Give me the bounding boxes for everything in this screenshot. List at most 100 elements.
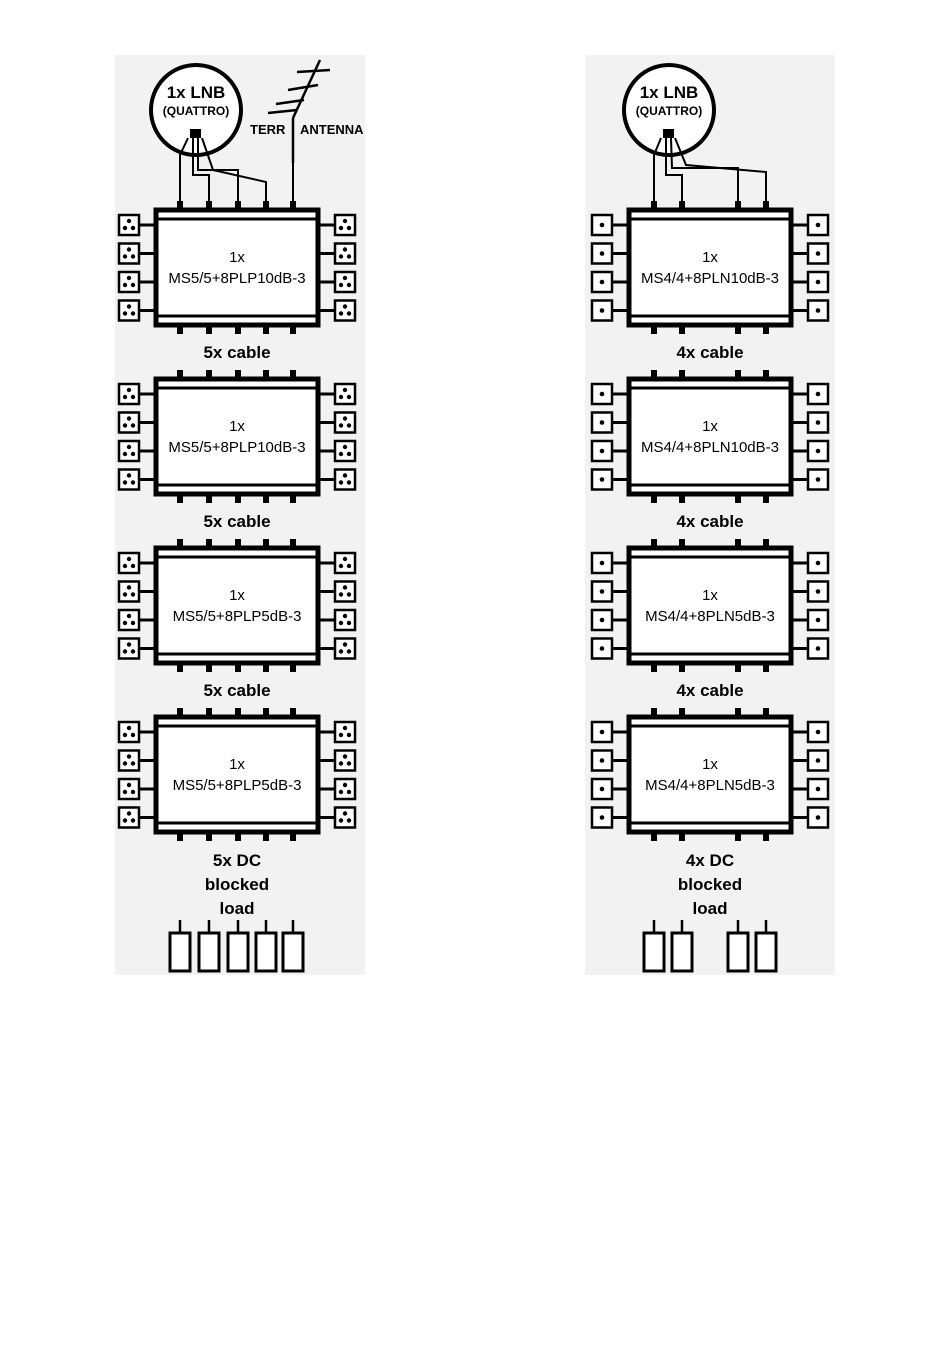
trunk-input-port <box>290 201 296 210</box>
socket-pin-icon <box>131 311 135 315</box>
socket-pin-icon <box>123 564 127 568</box>
outlet-socket-icon <box>335 301 355 321</box>
socket-pin-icon <box>600 420 605 425</box>
trunk-input-port <box>679 370 685 379</box>
unit-model-label: MS5/5+8PLP10dB-3 <box>168 270 305 287</box>
unit-count-label: 1x <box>702 756 718 773</box>
socket-pin-icon <box>131 761 135 765</box>
trunk-output-port <box>263 325 269 334</box>
unit-count-label: 1x <box>229 756 245 773</box>
socket-pin-icon <box>347 283 351 287</box>
outlet-socket-icon <box>119 215 139 235</box>
termination-label-3: load <box>220 899 255 918</box>
socket-pin-icon <box>123 283 127 287</box>
socket-pin-icon <box>131 283 135 287</box>
trunk-output-port <box>679 832 685 841</box>
socket-pin-icon <box>127 726 131 730</box>
socket-pin-icon <box>123 761 127 765</box>
unit-count-label: 1x <box>702 418 718 435</box>
outlet-socket-icon <box>119 779 139 799</box>
outlet-socket-icon <box>335 470 355 490</box>
socket-pin-icon <box>127 247 131 251</box>
socket-pin-icon <box>127 642 131 646</box>
dc-blocked-load-icon <box>170 933 190 971</box>
trunk-output-port <box>177 832 183 841</box>
socket-pin-icon <box>816 449 821 454</box>
socket-pin-icon <box>600 223 605 228</box>
unit-model-label: MS4/4+8PLN5dB-3 <box>645 777 775 794</box>
socket-pin-icon <box>343 276 347 280</box>
trunk-input-port <box>290 539 296 548</box>
unit-model-label: MS5/5+8PLP10dB-3 <box>168 439 305 456</box>
trunk-input-port <box>177 539 183 548</box>
socket-pin-icon <box>816 477 821 482</box>
termination-label-2: blocked <box>678 875 742 894</box>
cable-label: 5x cable <box>203 512 270 531</box>
unit-count-label: 1x <box>229 587 245 604</box>
outlet-socket-icon <box>335 610 355 630</box>
outlet-socket-icon <box>335 722 355 742</box>
socket-pin-icon <box>131 790 135 794</box>
trunk-input-port <box>651 370 657 379</box>
multiswitch-body <box>629 548 791 663</box>
trunk-output-port <box>651 663 657 672</box>
multiswitch-body <box>156 717 318 832</box>
socket-pin-icon <box>339 761 343 765</box>
trunk-output-port <box>263 663 269 672</box>
socket-pin-icon <box>131 254 135 258</box>
trunk-input-port <box>235 539 241 548</box>
socket-pin-icon <box>127 614 131 618</box>
trunk-input-port <box>206 539 212 548</box>
socket-pin-icon <box>347 761 351 765</box>
trunk-input-port <box>263 370 269 379</box>
socket-pin-icon <box>816 308 821 313</box>
socket-pin-icon <box>127 219 131 223</box>
antenna-label: ANTENNA <box>300 122 364 137</box>
outlet-socket-icon <box>119 244 139 264</box>
socket-pin-icon <box>127 783 131 787</box>
outlet-socket-icon <box>335 808 355 828</box>
socket-pin-icon <box>816 251 821 256</box>
socket-pin-icon <box>339 395 343 399</box>
multiswitch-body <box>156 379 318 494</box>
trunk-output-port <box>735 663 741 672</box>
socket-pin-icon <box>343 557 347 561</box>
termination-label-1: 5x DC <box>213 851 261 870</box>
trunk-input-port <box>679 201 685 210</box>
socket-pin-icon <box>347 311 351 315</box>
socket-pin-icon <box>343 614 347 618</box>
outlet-socket-icon <box>335 553 355 573</box>
socket-pin-icon <box>339 283 343 287</box>
socket-pin-icon <box>600 251 605 256</box>
trunk-input-port <box>177 708 183 717</box>
terr-label: TERR <box>250 122 286 137</box>
socket-pin-icon <box>131 395 135 399</box>
trunk-input-port <box>679 708 685 717</box>
outlet-socket-icon <box>335 639 355 659</box>
trunk-output-port <box>177 663 183 672</box>
socket-pin-icon <box>347 564 351 568</box>
unit-model-label: MS5/5+8PLP5dB-3 <box>173 777 302 794</box>
trunk-output-port <box>735 325 741 334</box>
trunk-input-port <box>679 539 685 548</box>
socket-pin-icon <box>339 452 343 456</box>
cable-label: 4x cable <box>676 681 743 700</box>
socket-pin-icon <box>339 480 343 484</box>
dc-blocked-load-icon <box>644 933 664 971</box>
trunk-input-port <box>235 370 241 379</box>
socket-pin-icon <box>816 646 821 651</box>
socket-pin-icon <box>347 226 351 230</box>
socket-pin-icon <box>347 649 351 653</box>
socket-pin-icon <box>131 226 135 230</box>
socket-pin-icon <box>339 592 343 596</box>
outlet-socket-icon <box>335 272 355 292</box>
socket-pin-icon <box>600 589 605 594</box>
socket-pin-icon <box>123 592 127 596</box>
right-lnb: 1x LNB (QUATTRO) <box>624 65 714 155</box>
socket-pin-icon <box>343 388 347 392</box>
socket-pin-icon <box>600 787 605 792</box>
socket-pin-icon <box>127 754 131 758</box>
outlet-socket-icon <box>119 722 139 742</box>
trunk-input-port <box>290 370 296 379</box>
socket-pin-icon <box>600 449 605 454</box>
